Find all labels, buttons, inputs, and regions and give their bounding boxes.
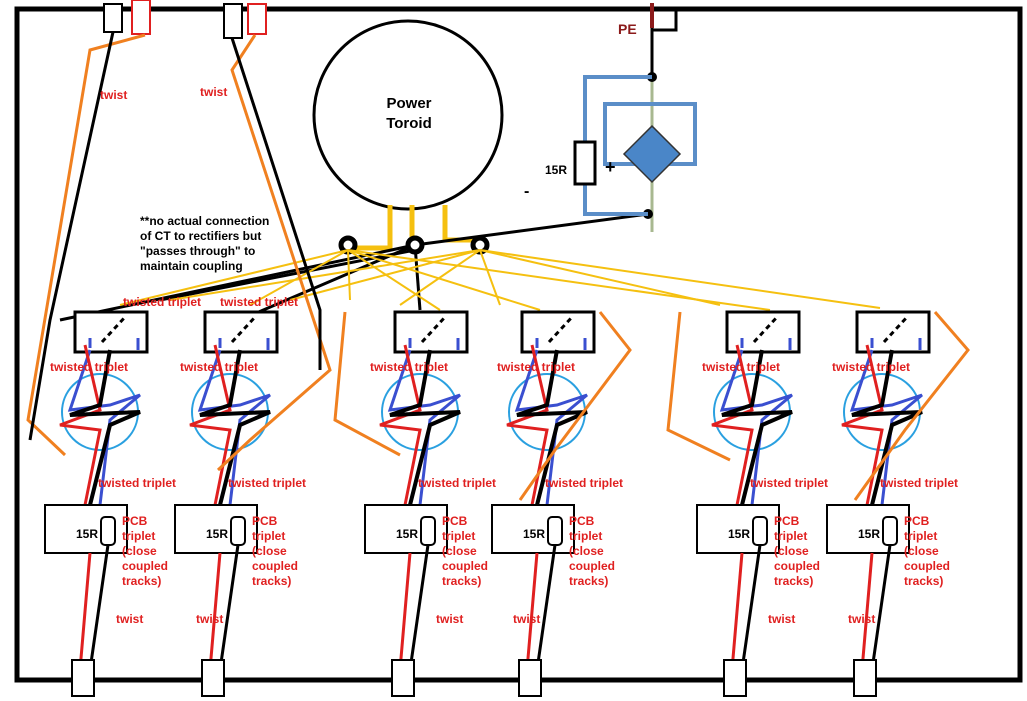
- ch4-resistor-label: 15R: [523, 527, 545, 541]
- ch3-resistor-label: 15R: [396, 527, 418, 541]
- ch2-twisted-triplet-top: twisted triplet: [220, 295, 298, 309]
- ch6-twisted-triplet-mid: twisted triplet: [832, 360, 910, 374]
- bridge-plus-label: +: [605, 157, 616, 177]
- ch2-pcb-line5: tracks): [252, 574, 291, 588]
- channels: [43, 310, 931, 698]
- ch3-twisted-triplet-mid: twisted triplet: [370, 360, 448, 374]
- channel-3-labels: twisted triplet twisted triplet 15R PCBtrip…: [370, 360, 496, 626]
- ch5-pcb-line5: tracks): [774, 574, 813, 588]
- ch5-twisted-triplet-low: twisted triplet: [750, 476, 828, 490]
- toroid-terminals: [338, 235, 490, 255]
- ch5-twisted-triplet-mid: twisted triplet: [702, 360, 780, 374]
- ch1-pcb-line1: PCB: [122, 514, 148, 528]
- ch6-pcb-line3: (close: [904, 544, 939, 558]
- top-terminals: [103, 0, 267, 39]
- ch2-twisted-triplet-low: twisted triplet: [228, 476, 306, 490]
- ct-note-line2: of CT to rectifiers but: [140, 229, 261, 243]
- pe-label: PE: [618, 21, 637, 37]
- ch3-pcb-line5: tracks): [442, 574, 481, 588]
- ct-note-line1: **no actual connection: [140, 214, 269, 228]
- ch4-twist-bottom: twist: [513, 612, 540, 626]
- ch2-pcb-line1: PCB: [252, 514, 278, 528]
- ch1-twisted-triplet-low: twisted triplet: [98, 476, 176, 490]
- ct-note: **no actual connection of CT to rectifie…: [140, 214, 269, 273]
- ch2-pcb-line3: (close: [252, 544, 287, 558]
- ch6-twisted-triplet-low: twisted triplet: [880, 476, 958, 490]
- ch3-pcb-line2: triplet: [442, 529, 475, 543]
- ch6-pcb-line2: triplet: [904, 529, 937, 543]
- toroid-label-line2: Toroid: [386, 115, 432, 132]
- ch1-twist-bottom: twist: [116, 612, 143, 626]
- ch1-twisted-triplet-top: twisted triplet: [123, 295, 201, 309]
- ch5-pcb-line1: PCB: [774, 514, 800, 528]
- ch6-pcb-line5: tracks): [904, 574, 943, 588]
- ch6-pcb-line1: PCB: [904, 514, 930, 528]
- bridge-resistor-label: 15R: [545, 163, 567, 177]
- ch3-pcb-line3: (close: [442, 544, 477, 558]
- ch4-pcb-line1: PCB: [569, 514, 595, 528]
- channel-4-labels: twisted triplet twisted triplet 15R PCBtrip…: [497, 360, 623, 626]
- ch6-pcb-line4: coupled: [904, 559, 950, 573]
- ch3-pcb-line4: coupled: [442, 559, 488, 573]
- ch4-pcb-line3: (close: [569, 544, 604, 558]
- ch3-pcb-line1: PCB: [442, 514, 468, 528]
- black-leads: [28, 31, 322, 441]
- ch5-resistor-label: 15R: [728, 527, 750, 541]
- bridge-minus-label: -: [524, 183, 529, 200]
- channel-2-labels: twisted triplet twisted triplet 15R PCBtrip…: [180, 360, 306, 626]
- ch2-pcb-line4: coupled: [252, 559, 298, 573]
- channel-1-labels: twisted triplet twisted triplet 15R PCBtrip…: [50, 360, 176, 626]
- ch1-twist-top: twist: [100, 88, 127, 102]
- ch2-twisted-triplet-mid: twisted triplet: [180, 360, 258, 374]
- ch2-resistor-label: 15R: [206, 527, 228, 541]
- ch1-pcb-line5: tracks): [122, 574, 161, 588]
- ch4-pcb-line2: triplet: [569, 529, 602, 543]
- channel-5-labels: twisted triplet twisted triplet 15R PCBtrip…: [702, 360, 828, 626]
- bridge-rectifier: 15R + -: [524, 75, 697, 216]
- ch1-pcb-line2: triplet: [122, 529, 155, 543]
- ch5-pcb-line4: coupled: [774, 559, 820, 573]
- ch6-resistor-label: 15R: [858, 527, 880, 541]
- ch2-pcb-line2: triplet: [252, 529, 285, 543]
- ch4-twisted-triplet-low: twisted triplet: [545, 476, 623, 490]
- ch2-twist-bottom: twist: [196, 612, 223, 626]
- ch3-twisted-triplet-low: twisted triplet: [418, 476, 496, 490]
- power-toroid: Power Toroid: [312, 19, 504, 211]
- ch1-resistor-label: 15R: [76, 527, 98, 541]
- ch2-twist-top: twist: [200, 85, 227, 99]
- ct-note-line3: "passes through" to: [140, 244, 255, 258]
- ch1-pcb-line3: (close: [122, 544, 157, 558]
- channel-6-labels: twisted triplet twisted triplet 15R PCBtrip…: [832, 360, 958, 626]
- ch5-twist-bottom: twist: [768, 612, 795, 626]
- ch1-twisted-triplet-mid: twisted triplet: [50, 360, 128, 374]
- ch1-pcb-line4: coupled: [122, 559, 168, 573]
- toroid-label-line1: Power: [386, 95, 431, 112]
- ch4-pcb-line4: coupled: [569, 559, 615, 573]
- ch4-pcb-line5: tracks): [569, 574, 608, 588]
- ch4-twisted-triplet-mid: twisted triplet: [497, 360, 575, 374]
- ct-note-line4: maintain coupling: [140, 259, 243, 273]
- ch5-pcb-line3: (close: [774, 544, 809, 558]
- ch3-twist-bottom: twist: [436, 612, 463, 626]
- ch5-pcb-line2: triplet: [774, 529, 807, 543]
- pe-connection: PE: [618, 3, 678, 232]
- ch6-twist-bottom: twist: [848, 612, 875, 626]
